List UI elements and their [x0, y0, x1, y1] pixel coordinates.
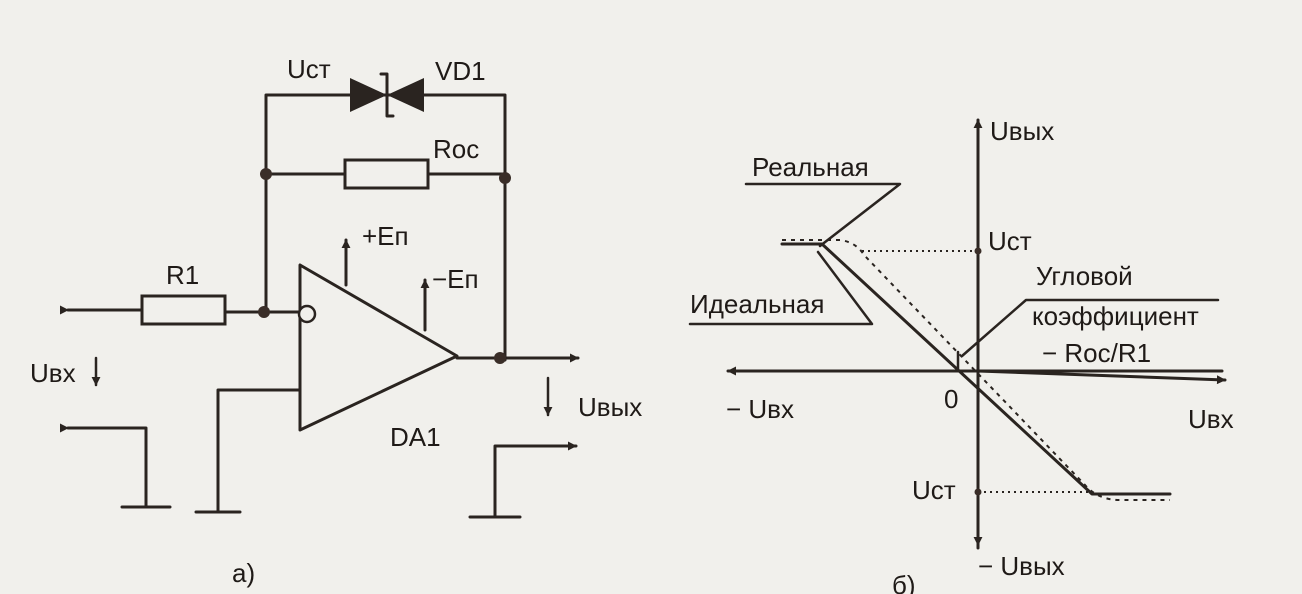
callout-slope-line1: Угловой — [1036, 261, 1133, 291]
node-roc-left — [260, 168, 272, 180]
label-x-pos: Uвх — [1188, 404, 1234, 434]
node-inverting-input — [258, 306, 270, 318]
resistor-roc — [343, 158, 430, 190]
callout-real-leader — [744, 182, 902, 248]
callout-ideal-leader — [688, 250, 874, 326]
wire-feedback-left — [264, 93, 347, 310]
label-y-pos: Uвых — [990, 116, 1054, 146]
label-origin: 0 — [944, 384, 958, 414]
label-level-top: Uст — [988, 226, 1032, 256]
transfer-characteristic: Uвых − Uвых Uвх − Uвх 0 Uст Uст Реальная… — [688, 116, 1234, 594]
callout-slope-value: − Roc/R1 — [1042, 338, 1151, 368]
wire-input-return — [59, 423, 148, 509]
callout-real-text: Реальная — [752, 152, 869, 182]
label-u-out: Uвых — [578, 392, 642, 422]
label-u-in: Uвх — [30, 358, 76, 388]
label-r-oc: Roc — [433, 134, 479, 164]
x-axis-positive — [976, 369, 1227, 385]
zener-diode-vd1 — [343, 72, 432, 118]
opamp-da1 — [298, 263, 459, 432]
circuit-schematic: Uст VD1 Roc R1 +Eп −Eп Uвх Uвых DA1 а) — [30, 54, 642, 588]
wire-noninverting — [216, 388, 302, 514]
callout-slope-line2: коэффициент — [1032, 301, 1199, 331]
wire-output-return — [493, 441, 578, 519]
inverting-input-circle — [297, 304, 317, 324]
label-x-neg: − Uвх — [726, 394, 794, 424]
wire-feedback-right — [428, 93, 507, 362]
node-roc-right — [499, 172, 511, 184]
label-r1: R1 — [166, 260, 199, 290]
label-y-neg: − Uвых — [978, 551, 1065, 581]
label-minus-ep: −Eп — [432, 264, 479, 294]
callout-slope-leader — [960, 298, 1220, 358]
level-bottom-mark — [974, 488, 982, 496]
node-output — [494, 352, 506, 364]
caption-b: б) — [892, 570, 916, 594]
label-plus-ep: +Eп — [362, 221, 409, 251]
label-u-st: Uст — [287, 54, 331, 84]
level-top-mark — [974, 247, 982, 255]
curve-real — [782, 239, 1170, 501]
callout-ideal-text: Идеальная — [690, 289, 824, 319]
caption-a: а) — [232, 558, 255, 588]
label-vd1: VD1 — [435, 56, 486, 86]
resistor-r1 — [140, 294, 227, 326]
label-da1: DA1 — [390, 422, 441, 452]
label-level-bottom: Uст — [912, 475, 956, 505]
